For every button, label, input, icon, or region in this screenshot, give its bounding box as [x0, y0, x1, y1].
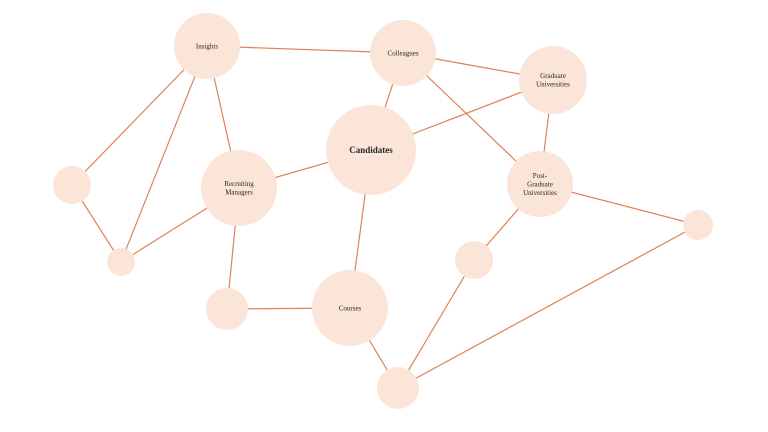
- node-circle-recruiting-managers: [201, 150, 277, 226]
- node-circle-colleagues: [370, 20, 436, 86]
- node-insights: Insights: [174, 13, 240, 79]
- node-colleagues: Colleagues: [370, 20, 436, 86]
- node-circle-candidates: [326, 105, 416, 195]
- node-circle-unlabeled-1: [53, 166, 91, 204]
- node-unlabeled-1: [53, 166, 91, 204]
- node-circle-unlabeled-2: [107, 248, 135, 276]
- node-circle-post-graduate-universities: [507, 151, 573, 217]
- node-courses: Courses: [312, 270, 388, 346]
- edge-unlabeled-4-unlabeled-5: [397, 259, 475, 389]
- edges-layer: [71, 45, 699, 389]
- node-unlabeled-5: [455, 241, 493, 279]
- node-unlabeled-3: [206, 288, 248, 330]
- node-circle-unlabeled-6: [683, 210, 713, 240]
- node-circle-graduate-universities: [519, 46, 587, 114]
- node-circle-insights: [174, 13, 240, 79]
- node-unlabeled-4: [377, 367, 419, 409]
- node-unlabeled-2: [107, 248, 135, 276]
- edge-insights-unlabeled-2: [120, 45, 208, 263]
- node-candidates: Candidates: [326, 105, 416, 195]
- node-circle-unlabeled-5: [455, 241, 493, 279]
- edge-unlabeled-4-unlabeled-6: [397, 224, 699, 389]
- node-circle-unlabeled-4: [377, 367, 419, 409]
- node-circle-courses: [312, 270, 388, 346]
- node-unlabeled-6: [683, 210, 713, 240]
- node-circle-unlabeled-3: [206, 288, 248, 330]
